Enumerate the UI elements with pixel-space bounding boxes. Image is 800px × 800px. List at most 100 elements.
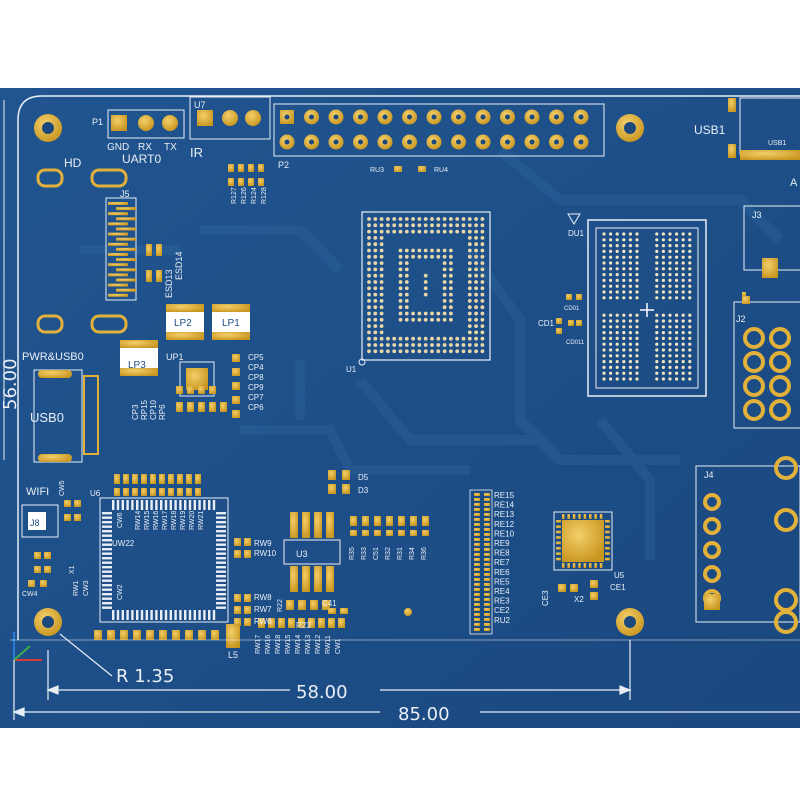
u6-pin-left (102, 588, 112, 591)
du1-ball (675, 313, 679, 317)
u1-ball (436, 311, 441, 316)
du1-ball (675, 348, 679, 352)
du1-ball (681, 232, 685, 236)
u6-pin-left (102, 530, 112, 533)
u1-ball (373, 305, 378, 310)
du1-ball (609, 284, 613, 288)
du1-ball (661, 244, 666, 248)
re-pad (474, 543, 480, 546)
u1-ball (474, 343, 478, 347)
u1-ball (386, 223, 390, 228)
u1-ball (367, 217, 371, 221)
smd-pad (232, 410, 240, 418)
u6-pin-top (145, 500, 148, 510)
p2-pin-hole (505, 139, 510, 145)
u5-pin (556, 557, 561, 561)
du1-ball (675, 238, 679, 242)
u1-ball (367, 330, 371, 335)
du1-ball (668, 284, 672, 288)
u5-pin (605, 547, 610, 550)
u1-ball (442, 254, 447, 259)
du1-ball (615, 336, 619, 340)
u1-ball (367, 273, 371, 278)
smd-pad (394, 166, 402, 172)
p1-pin-tx: TX (164, 142, 177, 153)
j5-pin (116, 217, 136, 221)
re-label: RE12 (494, 520, 515, 529)
u6-pin-top (140, 500, 144, 510)
wifi-smd (74, 500, 81, 507)
u6-pin-right (216, 570, 226, 573)
u1-ball (404, 280, 409, 284)
du1-ball (675, 325, 679, 329)
du1-ball (615, 313, 619, 317)
du1-ball (681, 360, 685, 364)
u1-ball (417, 311, 422, 316)
r12x-label: R124 (251, 187, 258, 204)
re-pad (474, 578, 480, 581)
u1-ball (367, 229, 371, 234)
u1-ball (442, 273, 447, 278)
u6-top-cap (114, 488, 120, 496)
du1-ball (628, 255, 633, 259)
u6-pin-bottom (160, 610, 163, 620)
du1-ball (661, 371, 666, 375)
j5-pin (108, 283, 128, 287)
du1-ball (628, 249, 633, 253)
u6-pin-right (216, 575, 226, 578)
u1-ball (373, 311, 378, 316)
du1-ball (675, 290, 679, 294)
connector-j4: J4 (695, 456, 800, 634)
u1-ball (423, 229, 428, 234)
u6-pin-top (112, 500, 115, 510)
du1-ball (628, 354, 633, 358)
smd-pad (234, 550, 241, 558)
u6-top-cap (114, 474, 120, 484)
du1-ball (622, 261, 626, 265)
connector-usb0: PWR&USB0 USB0 (22, 351, 99, 463)
wifi-smd (34, 566, 41, 573)
wifi-smd (44, 552, 51, 559)
smd-pad (340, 608, 348, 614)
du1-ball (635, 348, 639, 352)
u6-pin-right (216, 606, 226, 609)
j5-pin (116, 247, 136, 251)
u1-ball (449, 261, 453, 265)
du1-ball (661, 278, 666, 282)
re-pad (474, 598, 480, 601)
u1-ball (398, 254, 403, 259)
du1-ball (628, 319, 633, 323)
re-pad (484, 548, 490, 551)
u1-ball (367, 286, 371, 291)
j2-pin (743, 399, 765, 421)
u1-ball (379, 299, 384, 303)
u1-ball (480, 229, 485, 234)
re-label: RE8 (494, 549, 510, 558)
du1-ball (622, 331, 626, 335)
lp1-label: LP1 (222, 318, 240, 329)
p2-pin-hole (382, 114, 388, 120)
u1-ball (449, 292, 453, 297)
du1-ball (675, 249, 679, 253)
u1-ball (367, 336, 371, 341)
du1-ball (655, 354, 659, 358)
u1-ball (480, 223, 485, 228)
d-label: D5 (358, 473, 369, 482)
du1-ball (668, 354, 672, 358)
du1-ball (655, 325, 659, 329)
wifi-smd (44, 566, 51, 573)
u3-pin (314, 566, 322, 592)
j4-pin-1 (704, 594, 720, 610)
u1-ball (449, 229, 453, 234)
u6-pin-top (126, 500, 129, 510)
du1-ball (681, 261, 685, 265)
u1-ball (379, 267, 384, 272)
p2-pin-hole (284, 114, 290, 120)
du1-ball (609, 371, 613, 375)
du1-ball (661, 354, 666, 358)
re-pad (484, 583, 490, 586)
u1-ball (411, 229, 415, 234)
u6-pin-bottom (203, 610, 206, 620)
u5-pin (589, 514, 592, 519)
re-pad (474, 498, 480, 501)
